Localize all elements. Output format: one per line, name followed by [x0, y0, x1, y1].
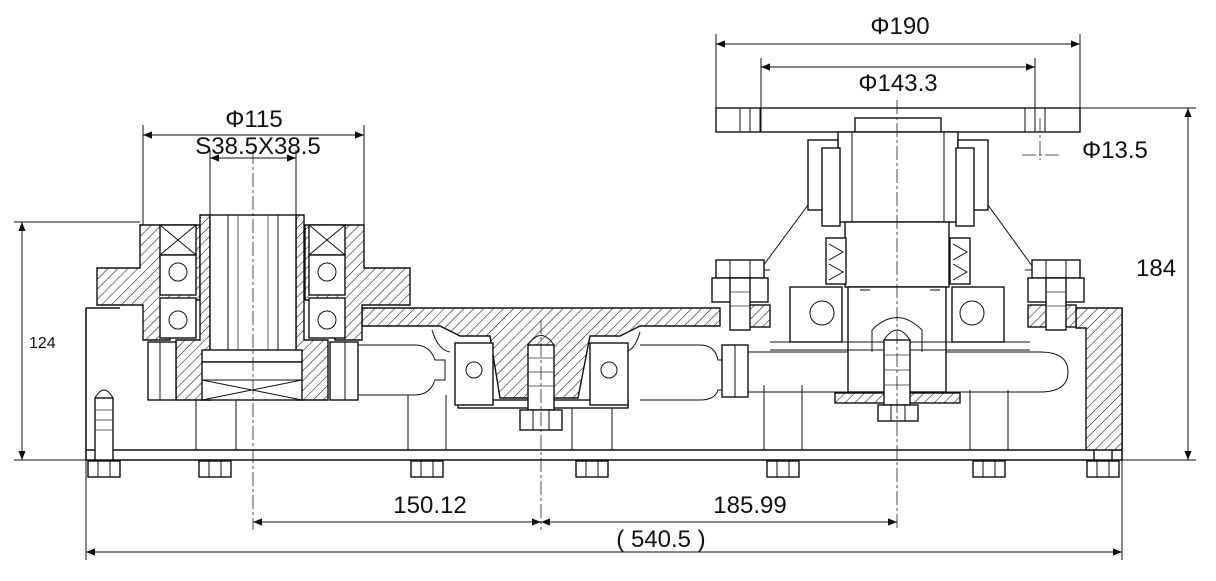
dim-hole-diameter: Φ13.5 [1082, 137, 1148, 164]
dim-total-height: 184 [1136, 255, 1176, 282]
left-bearing-assembly [96, 214, 411, 401]
dim-square-shaft: S38.5X38.5 [195, 133, 320, 160]
dim-right-span: 185.99 [713, 492, 786, 519]
dim-flange-diameter: Φ190 [870, 13, 929, 40]
right-end-block [1075, 307, 1123, 451]
dim-overall-length: ( 540.5 ) [616, 526, 705, 553]
center-lines [252, 100, 1060, 530]
right-link [721, 344, 1069, 398]
dim-left-height: 124 [29, 335, 56, 352]
dim-left-span: 150.12 [393, 492, 466, 519]
connecting-beam [345, 307, 741, 431]
dim-housing-diameter: Φ115 [225, 106, 282, 133]
dim-bolt-circle: Φ143.3 [858, 70, 937, 97]
dimension-lines [14, 34, 1196, 560]
base-plate [85, 307, 1123, 461]
anchor-bolt-left [94, 389, 114, 461]
base-nuts [87, 460, 1120, 478]
